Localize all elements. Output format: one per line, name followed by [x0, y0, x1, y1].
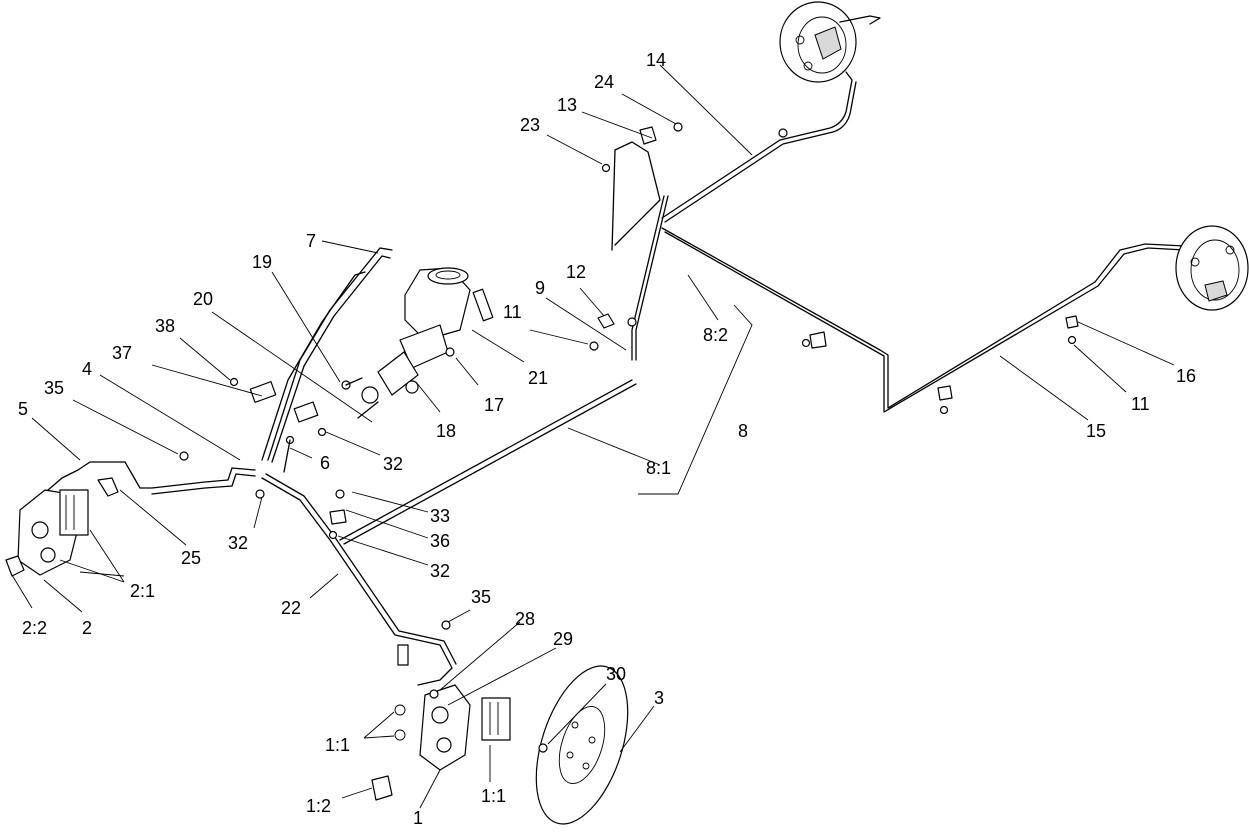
brake-line-4 — [47, 461, 256, 491]
callout-32: 32 — [383, 454, 403, 474]
callout-2-1: 2:1 — [130, 581, 155, 601]
callout-labels: 14 24 13 23 7 19 12 9 20 11 8:2 38 21 37… — [18, 50, 1196, 828]
brake-line-8-2 — [631, 195, 665, 361]
callout-2-2: 2:2 — [22, 618, 47, 638]
callout-32: 32 — [430, 561, 450, 581]
bracket-loop — [611, 141, 661, 251]
callout-11: 11 — [503, 302, 522, 322]
callout-33: 33 — [430, 506, 450, 526]
callout-4: 4 — [82, 359, 92, 379]
brake-line-15 — [661, 227, 1186, 409]
callout-13: 13 — [557, 95, 577, 115]
callout-15: 15 — [1086, 421, 1106, 441]
callout-21: 21 — [528, 368, 548, 388]
callout-8-1: 8:1 — [646, 458, 671, 478]
rear-right-drum-brake — [1175, 225, 1249, 311]
callout-2: 2 — [82, 618, 92, 638]
callout-17: 17 — [484, 395, 504, 415]
callout-18: 18 — [436, 421, 456, 441]
brake-lines — [47, 71, 1186, 686]
callout-7: 7 — [306, 231, 316, 251]
callout-1-1: 1:1 — [325, 735, 350, 755]
front-right-caliper — [371, 644, 511, 801]
callout-6: 6 — [320, 453, 330, 473]
callout-35: 35 — [44, 378, 64, 398]
callout-9: 9 — [535, 278, 545, 298]
callout-1-2: 1:2 — [306, 796, 331, 816]
callout-19: 19 — [252, 252, 272, 272]
callout-20: 20 — [193, 289, 213, 309]
callout-8: 8 — [738, 421, 748, 441]
callout-32: 32 — [228, 533, 248, 553]
brake-line-7 — [267, 247, 393, 461]
callout-23: 23 — [520, 115, 540, 135]
callout-24: 24 — [594, 72, 614, 92]
brake-line-8-1 — [339, 379, 633, 541]
callout-8-2: 8:2 — [703, 325, 728, 345]
brake-line-22 — [261, 477, 453, 686]
callout-38: 38 — [155, 316, 175, 336]
callout-14: 14 — [646, 50, 666, 70]
callout-5: 5 — [18, 399, 28, 419]
callout-30: 30 — [606, 664, 626, 684]
callout-22: 22 — [281, 598, 301, 618]
master-cylinder — [361, 267, 494, 404]
callout-12: 12 — [566, 262, 586, 282]
callout-28: 28 — [515, 609, 535, 629]
callout-1: 1 — [413, 808, 423, 828]
hardware — [179, 122, 1079, 699]
brake-line-14 — [661, 71, 853, 219]
front-left-caliper — [5, 477, 119, 577]
rear-left-drum-brake — [779, 1, 881, 83]
brake-rotor — [535, 665, 629, 825]
callout-36: 36 — [430, 531, 450, 551]
callout-29: 29 — [553, 629, 573, 649]
leader-lines — [11, 64, 1175, 809]
callout-37: 37 — [112, 343, 132, 363]
callout-1-1: 1:1 — [481, 786, 506, 806]
callout-11: 11 — [1131, 394, 1150, 414]
callout-16: 16 — [1176, 366, 1196, 386]
callout-25: 25 — [181, 548, 201, 568]
callout-3: 3 — [654, 688, 664, 708]
callout-35: 35 — [471, 587, 491, 607]
